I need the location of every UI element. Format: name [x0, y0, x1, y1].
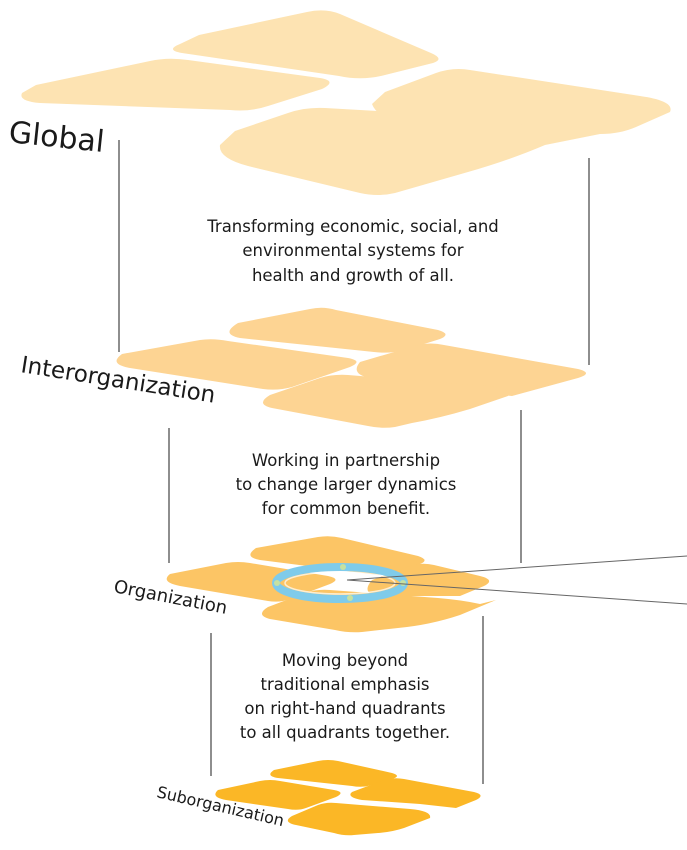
global-quadrant-left — [21, 58, 330, 111]
organization-plane — [166, 536, 687, 633]
description-global-to-inter: Transforming economic, social, and envir… — [206, 217, 499, 285]
ring-dot-top — [340, 564, 346, 570]
description-org-to-sub: Moving beyond traditional emphasis on ri… — [240, 651, 450, 742]
inter-quadrant-bottom — [262, 374, 509, 428]
description-line: Moving beyond — [282, 651, 408, 670]
global-quadrant-top — [172, 10, 439, 79]
description-line: for common benefit. — [262, 499, 430, 518]
interorganization-plane — [116, 307, 586, 428]
sub-quadrant-top — [270, 760, 397, 787]
description-line: on right-hand quadrants — [244, 699, 445, 718]
inter-quadrant-left — [116, 339, 357, 390]
description-line: Transforming economic, social, and — [206, 217, 499, 236]
description-line: to change larger dynamics — [236, 475, 457, 494]
sub-quadrant-left — [215, 780, 341, 810]
suborganization-plane — [215, 760, 481, 836]
callout-line-lower — [346, 579, 687, 605]
global-plane — [21, 10, 671, 195]
level-label-global: Global — [7, 115, 106, 160]
description-line: health and growth of all. — [252, 266, 454, 285]
org-quadrant-top — [250, 536, 425, 575]
inter-quadrant-top — [229, 307, 446, 353]
description-inter-to-org: Working in partnership to change larger … — [236, 451, 457, 518]
ring-dot-bottom — [347, 595, 353, 601]
description-line: environmental systems for — [242, 241, 463, 260]
ring-dot-left — [274, 580, 280, 586]
global-quadrant-bottom — [219, 107, 545, 195]
description-line: to all quadrants together. — [240, 723, 450, 742]
callout-lines — [346, 555, 687, 605]
callout-line-upper — [346, 555, 687, 581]
sub-quadrant-right — [350, 778, 481, 808]
ring-dot-right — [400, 580, 406, 586]
sub-quadrant-bottom — [287, 802, 431, 836]
description-line: traditional emphasis — [260, 675, 429, 694]
description-line: Working in partnership — [252, 451, 440, 470]
connector-lines — [118, 140, 590, 784]
